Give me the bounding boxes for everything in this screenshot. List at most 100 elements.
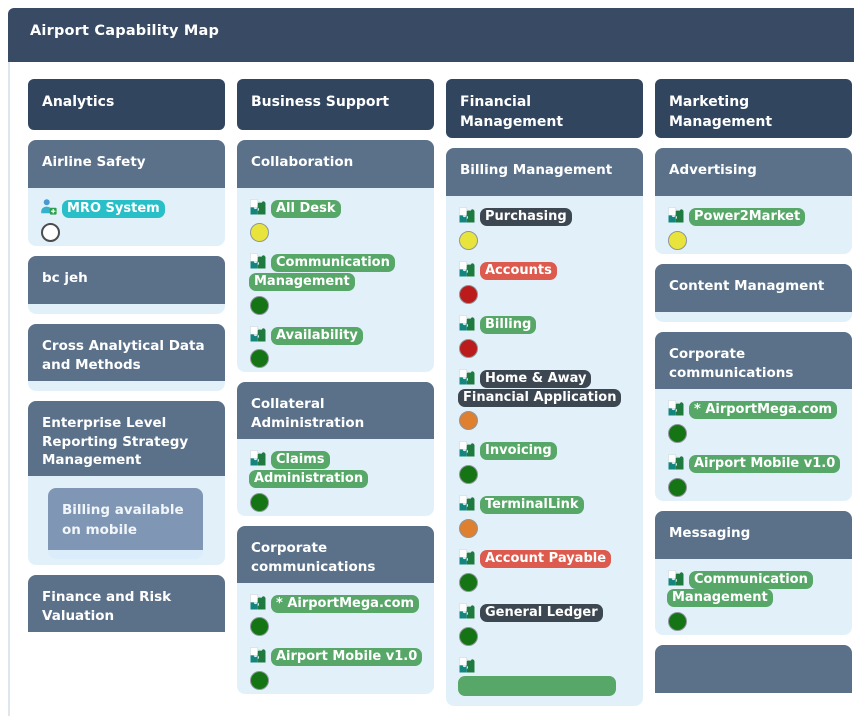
sub-capability-body <box>48 550 203 560</box>
puzzle-application-icon <box>458 440 476 458</box>
application-label[interactable]: Accounts <box>480 262 557 281</box>
capability-card-title[interactable]: Corporate communications <box>655 332 852 389</box>
capability-card-title[interactable]: Messaging <box>655 510 852 559</box>
application-label[interactable]: * AirportMega.com <box>271 594 420 613</box>
capability-card-title[interactable]: Finance and Risk Valuation <box>28 575 225 633</box>
capability-card-body: Power2Market <box>655 196 852 255</box>
application-item[interactable]: Communication Management <box>667 569 842 632</box>
application-item[interactable]: Purchasing <box>458 206 633 251</box>
application-label[interactable]: Communication Management <box>249 253 395 291</box>
status-indicator-green[interactable] <box>250 295 269 315</box>
application-item[interactable]: Home & Away Financial Application <box>458 368 633 431</box>
capability-card-title[interactable] <box>655 645 852 694</box>
capability-card-finance-risk: Finance and Risk Valuation <box>28 575 225 633</box>
capability-card-body <box>28 303 225 314</box>
application-label[interactable]: TerminalLink <box>480 496 584 515</box>
status-indicator-yellow[interactable] <box>459 231 478 251</box>
capability-card-title[interactable]: Advertising <box>655 148 852 197</box>
capability-card-title[interactable]: Billing Management <box>446 148 643 197</box>
application-label[interactable]: Availability <box>271 326 363 345</box>
sub-capability-card-billing-mobile: Billing available on mobile <box>48 488 203 560</box>
application-item[interactable]: Account Payable <box>458 548 633 592</box>
application-item[interactable]: TerminalLink <box>458 494 633 539</box>
capability-map-canvas: Analytics Airline Safety MRO System bc j… <box>8 62 854 716</box>
application-label[interactable]: All Desk <box>271 200 341 218</box>
application-label[interactable]: Airport Mobile v1.0 <box>689 454 841 473</box>
capability-card-title[interactable]: Collateral Administration <box>237 382 434 440</box>
application-label[interactable]: Home & Away Financial Application <box>458 369 622 407</box>
application-label[interactable]: Invoicing <box>480 442 557 461</box>
status-indicator-green[interactable] <box>459 626 478 646</box>
capability-card-body: MRO System <box>28 188 225 246</box>
capability-card-title[interactable]: Cross Analytical Data and Methods <box>28 323 225 381</box>
application-item-clipped[interactable] <box>458 656 633 702</box>
status-indicator-hollow[interactable] <box>41 222 60 242</box>
puzzle-application-icon <box>667 206 685 224</box>
status-indicator-green[interactable] <box>459 572 478 592</box>
status-indicator-green[interactable] <box>250 617 269 637</box>
puzzle-application-icon <box>458 206 476 224</box>
application-item[interactable]: Communication Management <box>249 252 424 315</box>
puzzle-application-icon <box>458 494 476 512</box>
status-indicator-green[interactable] <box>668 423 687 443</box>
capability-card-title[interactable]: bc jeh <box>28 255 225 304</box>
puzzle-application-icon <box>458 314 476 332</box>
application-item[interactable]: * AirportMega.com <box>249 593 424 637</box>
application-item[interactable]: Power2Market <box>667 206 842 251</box>
application-item[interactable]: All Desk <box>249 198 424 242</box>
application-label[interactable]: MRO System <box>62 200 165 218</box>
status-indicator-green[interactable] <box>250 349 269 369</box>
capability-card-bc-jeh: bc jeh <box>28 255 225 314</box>
capability-card-title[interactable]: Collaboration <box>237 140 434 188</box>
status-indicator-yellow[interactable] <box>250 222 269 242</box>
application-item[interactable]: Availability <box>249 325 424 369</box>
capability-card-body <box>655 312 852 323</box>
application-label[interactable]: * AirportMega.com <box>689 400 838 419</box>
puzzle-application-icon <box>249 325 267 343</box>
status-indicator-orange[interactable] <box>459 411 478 431</box>
status-indicator-green[interactable] <box>459 465 478 485</box>
status-indicator-green[interactable] <box>250 492 269 512</box>
column-business-support: Business Support Collaboration All Desk … <box>237 79 434 704</box>
status-indicator-yellow[interactable] <box>668 231 687 251</box>
application-item[interactable]: MRO System <box>40 198 215 242</box>
capability-card-body: Communication Management <box>655 558 852 636</box>
puzzle-application-icon <box>249 252 267 270</box>
application-item[interactable]: Airport Mobile v1.0 <box>249 646 424 691</box>
application-item[interactable]: Airport Mobile v1.0 <box>667 453 842 497</box>
application-item[interactable]: Invoicing <box>458 440 633 485</box>
application-label[interactable]: General Ledger <box>480 603 603 622</box>
sub-capability-title[interactable]: Billing available on mobile <box>48 488 203 551</box>
application-label[interactable]: Power2Market <box>689 208 806 227</box>
capability-card-airline-safety: Airline Safety MRO System <box>28 140 225 246</box>
status-indicator-green[interactable] <box>668 477 687 497</box>
column-header-marketing-management[interactable]: Marketing Management <box>655 79 852 139</box>
application-label[interactable] <box>458 675 616 696</box>
capability-card-body: Billing available on mobile <box>28 476 225 566</box>
status-indicator-red[interactable] <box>459 338 478 358</box>
status-indicator-red[interactable] <box>459 284 478 304</box>
capability-card-cross-analytical: Cross Analytical Data and Methods <box>28 323 225 391</box>
application-item[interactable]: * AirportMega.com <box>667 399 842 443</box>
application-item[interactable]: Billing <box>458 314 633 358</box>
column-header-business-support[interactable]: Business Support <box>237 79 434 130</box>
capability-card-title[interactable]: Enterprise Level Reporting Strategy Mana… <box>28 400 225 477</box>
status-indicator-green[interactable] <box>250 671 269 691</box>
application-label[interactable]: Billing <box>480 315 537 334</box>
application-label[interactable]: Airport Mobile v1.0 <box>271 648 423 667</box>
capability-card-title[interactable]: Corporate communications <box>237 525 434 583</box>
application-label[interactable]: Purchasing <box>480 208 572 227</box>
capability-card-body: Claims Administration <box>237 439 434 516</box>
application-item[interactable]: Accounts <box>458 260 633 304</box>
capability-card-title[interactable]: Content Managment <box>655 264 852 313</box>
status-indicator-orange[interactable] <box>459 519 478 539</box>
column-header-analytics[interactable]: Analytics <box>28 79 225 130</box>
status-indicator-green[interactable] <box>668 612 687 632</box>
capability-card-title[interactable]: Airline Safety <box>28 140 225 188</box>
capability-card-billing-management: Billing Management Purchasing Accounts <box>446 148 643 707</box>
application-item[interactable]: Claims Administration <box>249 449 424 512</box>
application-label[interactable]: Account Payable <box>480 550 612 569</box>
column-header-financial-management[interactable]: Financial Management <box>446 79 643 139</box>
puzzle-application-icon <box>458 656 476 674</box>
application-label[interactable]: Communication Management <box>667 570 813 608</box>
